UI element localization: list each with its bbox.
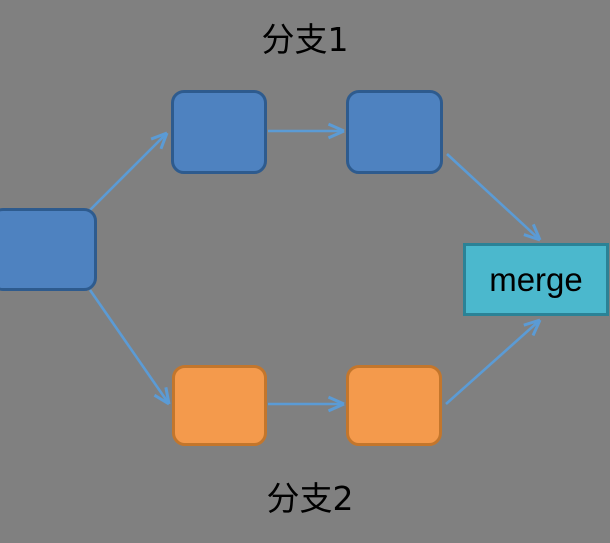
branch2-step2-node[interactable] xyxy=(346,365,442,446)
start-node[interactable] xyxy=(0,208,97,291)
edge-start-to-branch1-step1 xyxy=(87,131,169,213)
edge-branch2-step1-to-step2 xyxy=(268,395,345,413)
edge-start-to-branch2-step1 xyxy=(88,289,171,406)
edge-branch2-step2-to-merge xyxy=(445,318,542,405)
branch1-label: 分支1 xyxy=(261,20,349,59)
edge-branch1-step2-to-merge xyxy=(446,153,542,242)
merge-node-label: merge xyxy=(489,261,583,298)
branch2-label: 分支2 xyxy=(266,479,354,518)
branch1-step1-node[interactable] xyxy=(171,90,267,174)
branch1-step2-node[interactable] xyxy=(346,90,443,174)
merge-node[interactable]: merge xyxy=(463,243,609,316)
edge-branch1-step1-to-step2 xyxy=(268,122,345,140)
branch2-step1-node[interactable] xyxy=(172,365,267,446)
